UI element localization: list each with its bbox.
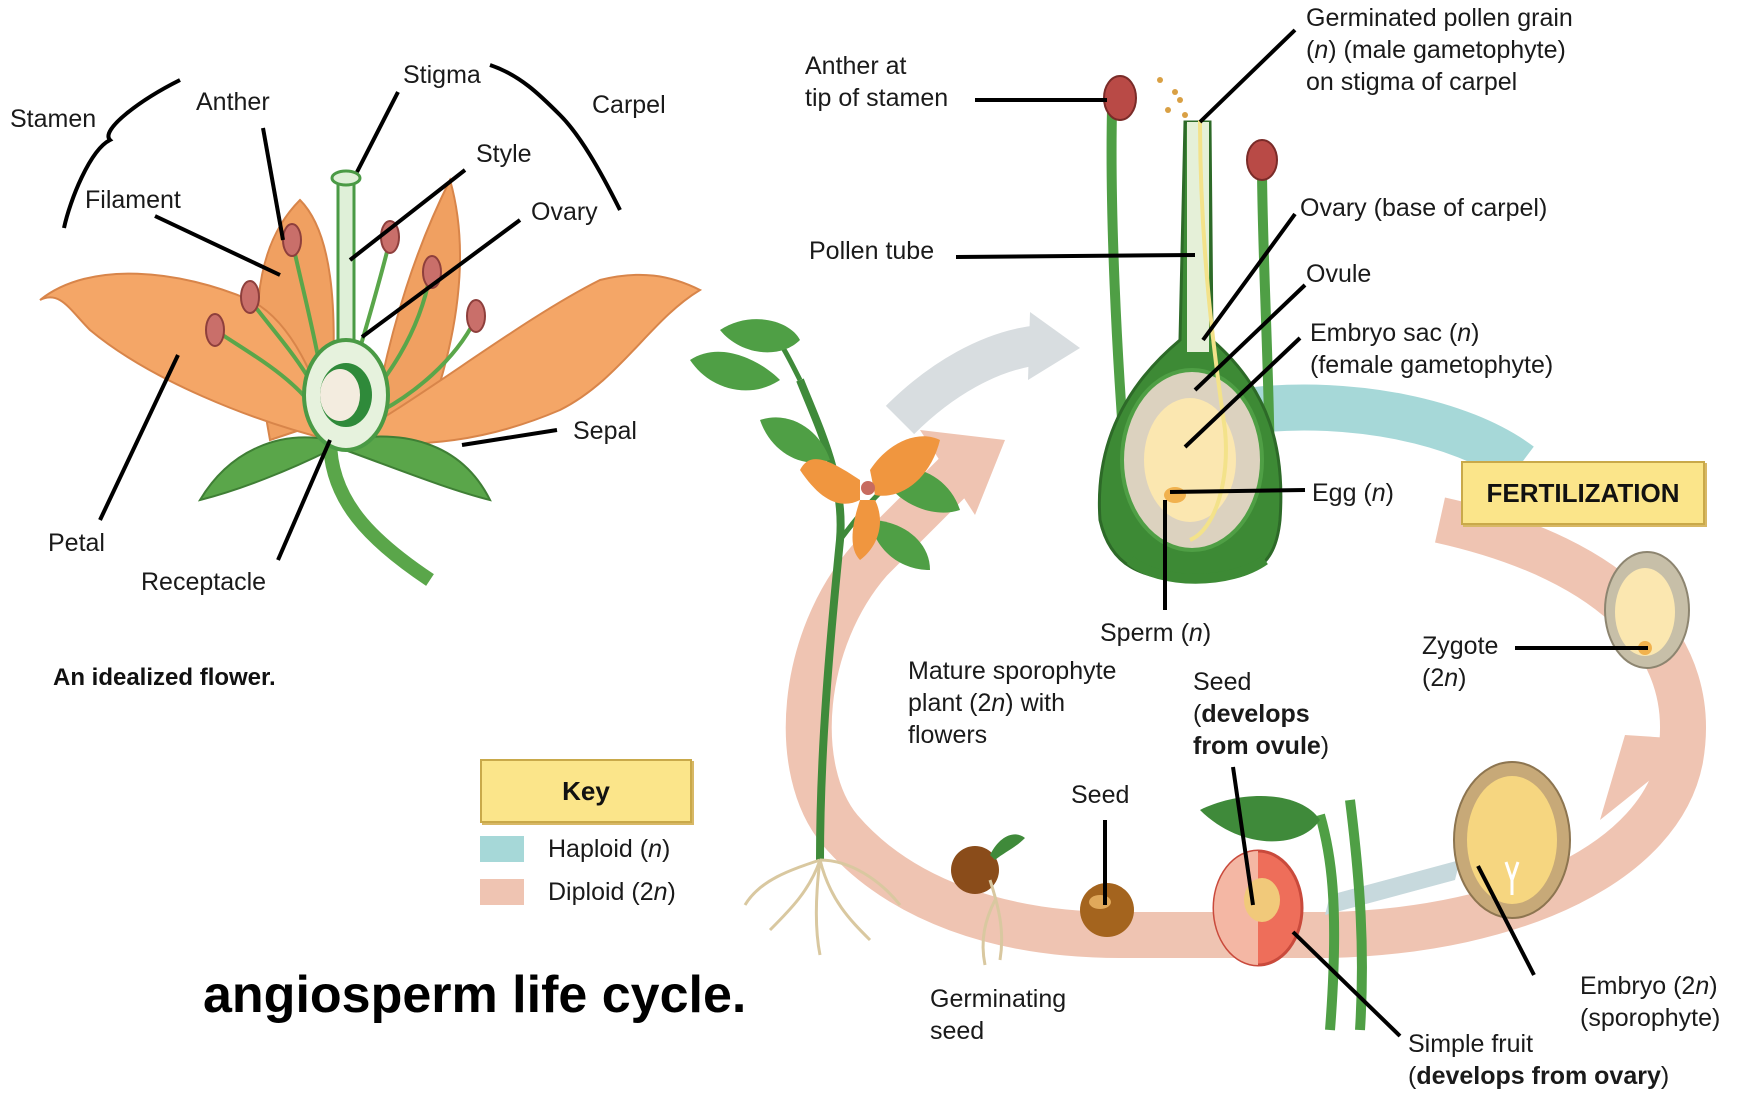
label-seed: Seed [1071,779,1129,811]
label-stigma: Stigma [403,59,481,91]
idealized-flower [40,171,700,580]
label-egg: Egg (n) [1312,477,1394,509]
label-seed-from-ovule: Seed (develops from ovule) [1193,666,1329,762]
label-zygote: Zygote (2n) [1422,630,1498,694]
label-receptacle: Receptacle [141,566,266,598]
label-anther: Anther [196,86,270,118]
label-simple-fruit: Simple fruit (develops from ovary) [1408,1028,1669,1092]
label-mature-sporophyte: Mature sporophyte plant (2n) with flower… [908,655,1116,751]
label-stamen: Stamen [10,103,96,135]
carpel-detail [1099,76,1281,580]
gray-arrow [900,312,1080,420]
haploid-swatch [480,836,524,862]
label-germinating-seed: Germinating seed [930,983,1066,1047]
key-haploid-label: Haploid (n) [548,833,670,865]
label-carpel: Carpel [592,89,666,121]
label-embryo-sac: Embryo sac (n) (female gametophyte) [1310,317,1553,381]
label-pollen-tube: Pollen tube [809,235,934,267]
label-ovary: Ovary [531,196,598,228]
label-germinated-pollen: Germinated pollen grain (n) (male gameto… [1306,2,1573,98]
label-sepal: Sepal [573,415,637,447]
flower-caption: An idealized flower. [53,664,276,692]
label-ovary-base: Ovary (base of carpel) [1300,192,1547,224]
label-ovule: Ovule [1306,258,1371,290]
key-diploid-label: Diploid (2n) [548,876,676,908]
diploid-swatch [480,879,524,905]
main-title: angiosperm life cycle. [203,965,746,1025]
label-embryo: Embryo (2n) (sporophyte) [1580,970,1720,1034]
fertilization-box: FERTILIZATION [1461,461,1705,525]
label-filament: Filament [85,184,181,216]
haploid-arrow [1255,407,1520,465]
key-title: Key [480,759,692,823]
label-petal: Petal [48,527,105,559]
label-style: Style [476,138,532,170]
label-sperm: Sperm (n) [1100,617,1211,649]
